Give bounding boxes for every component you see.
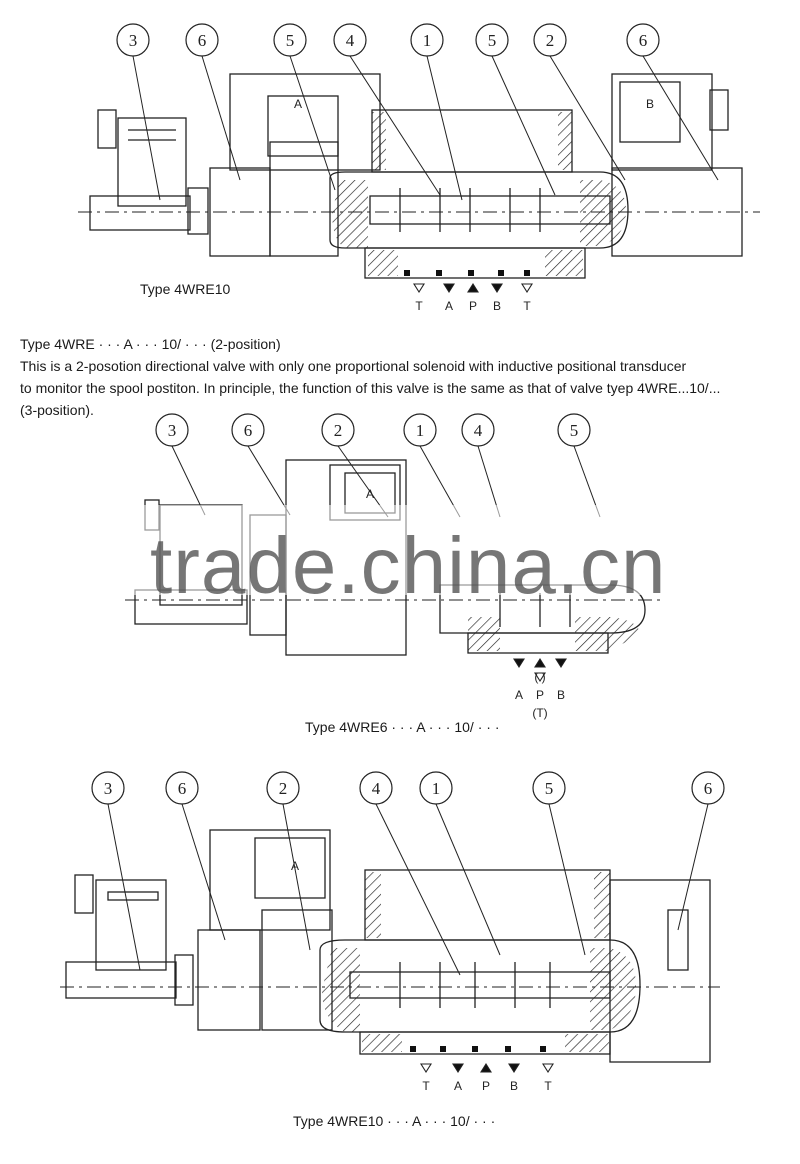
callout-number: 5 <box>488 31 497 50</box>
callout-number: 4 <box>372 779 381 798</box>
port-label: P <box>469 299 477 313</box>
port-label: T <box>523 299 531 313</box>
callout-number: 3 <box>168 421 177 440</box>
callout-number: 6 <box>704 779 713 798</box>
diagram-4wre6-2pos: ( ) A P B (T) A 3 6 2 1 4 5 <box>125 413 660 720</box>
solenoid-label: A <box>366 487 374 501</box>
callout-number: 6 <box>198 31 207 50</box>
description-title: Type 4WRE · · · A · · · 10/ · · · (2-pos… <box>20 336 281 352</box>
port-label: B <box>510 1079 518 1093</box>
figure-caption: Type 4WRE6 · · · A · · · 10/ · · · <box>305 719 500 735</box>
solenoid-label: A <box>291 859 299 873</box>
description-line: to monitor the spool postiton. In princi… <box>20 380 721 396</box>
port-label: B <box>493 299 501 313</box>
port-label: P <box>536 688 544 702</box>
port-label: T <box>415 299 423 313</box>
callout-number: 1 <box>423 31 432 50</box>
callout-number: 4 <box>474 421 483 440</box>
callout-number: 4 <box>346 31 355 50</box>
watermark: trade.china.cn <box>150 521 667 610</box>
port-label: A <box>515 688 523 702</box>
port-label: T <box>544 1079 552 1093</box>
figure-caption: Type 4WRE10 · · · A · · · 10/ · · · <box>293 1113 496 1129</box>
callout-number: 2 <box>546 31 555 50</box>
solenoid-label: B <box>646 97 654 111</box>
port-label: B <box>557 688 565 702</box>
callout-number: 5 <box>570 421 579 440</box>
callout-number: 6 <box>244 421 253 440</box>
callout-number: 6 <box>639 31 648 50</box>
description-block: Type 4WRE · · · A · · · 10/ · · · (2-pos… <box>20 333 790 421</box>
figure-caption: Type 4WRE10 <box>140 281 231 297</box>
callout-number: 2 <box>279 779 288 798</box>
callout-number: 6 <box>178 779 187 798</box>
port-label: A <box>445 299 453 313</box>
watermark-band <box>0 505 800 595</box>
callout-number: 3 <box>129 31 138 50</box>
description-line: (3-position). <box>20 402 94 418</box>
callout-number: 3 <box>104 779 113 798</box>
solenoid-label: A <box>294 97 302 111</box>
port-paren: ( ) <box>534 670 545 684</box>
callout-number: 1 <box>432 779 441 798</box>
port-label: (T) <box>532 706 547 720</box>
diagram-4wre10-2pos: T A P B T A 3 6 2 4 1 5 6 <box>60 771 725 1093</box>
port-label: A <box>454 1079 462 1093</box>
port-label: P <box>482 1079 490 1093</box>
callout-number: 1 <box>416 421 425 440</box>
callout-number: 5 <box>286 31 295 50</box>
callout-number: 2 <box>334 421 343 440</box>
description-line: This is a 2-posotion directional valve w… <box>20 358 687 374</box>
port-label: T <box>422 1079 430 1093</box>
diagram-4wre10-3pos: T A P B T A B 3 6 5 4 1 5 2 6 <box>78 23 760 313</box>
callout-number: 5 <box>545 779 554 798</box>
